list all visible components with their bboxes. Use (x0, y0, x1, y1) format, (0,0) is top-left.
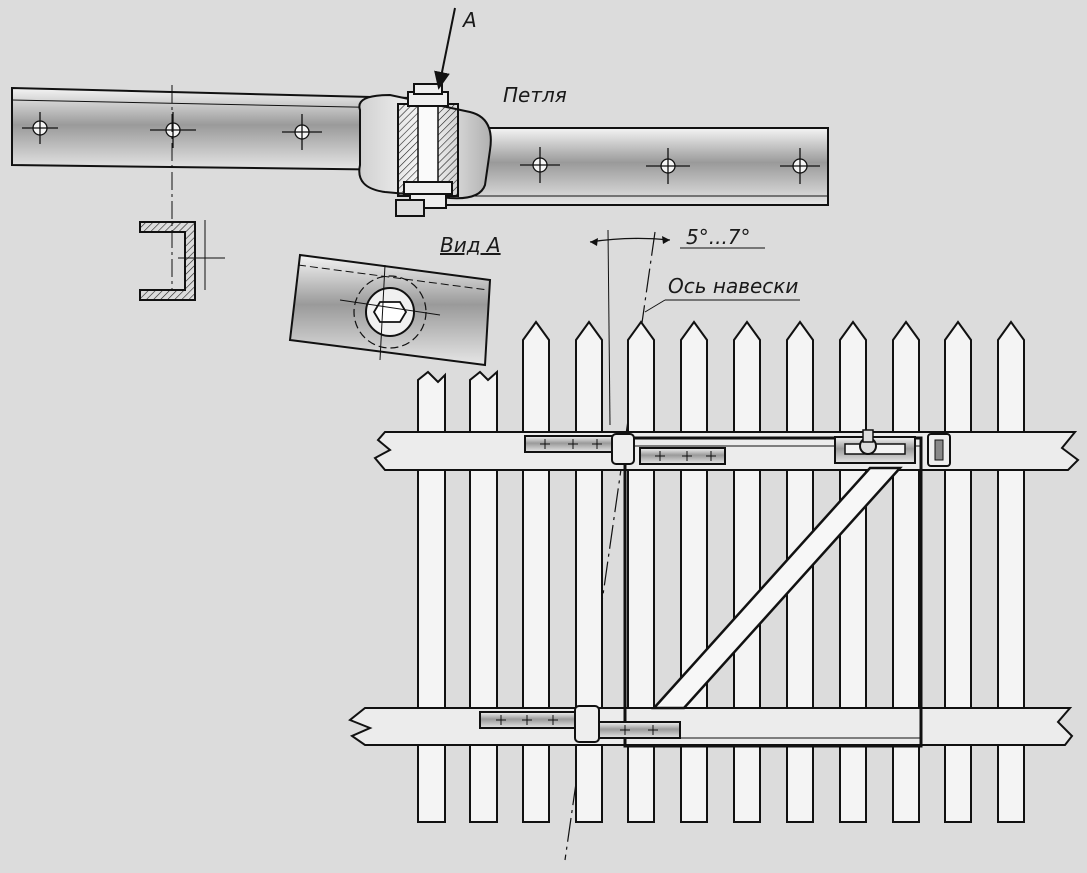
angle-label: 5°...7° (686, 225, 751, 249)
hinge-label: Петля (503, 83, 567, 107)
hinge-axis-label: Ось навески (668, 274, 798, 298)
angle-annotation: 5°...7° Ось навески (564, 225, 800, 861)
channel-section (139, 220, 225, 301)
view-arrow-label: A (461, 8, 477, 32)
upper-fence-hinge (524, 433, 726, 465)
fence (348, 320, 1080, 823)
view-a-detail (288, 253, 492, 367)
hinge-strap-assembly (11, 83, 829, 290)
bolt (395, 83, 453, 217)
gate-frame (623, 436, 923, 748)
view-a-label: Вид А (440, 233, 501, 257)
left-strap (11, 86, 411, 172)
right-strap (439, 127, 829, 206)
strap-holes (22, 112, 820, 184)
gate-latch (834, 429, 951, 467)
gate-brace (651, 466, 903, 710)
lower-fence-hinge (479, 705, 681, 743)
lower-rail (348, 707, 1074, 746)
view-arrow-a: A (434, 7, 477, 90)
